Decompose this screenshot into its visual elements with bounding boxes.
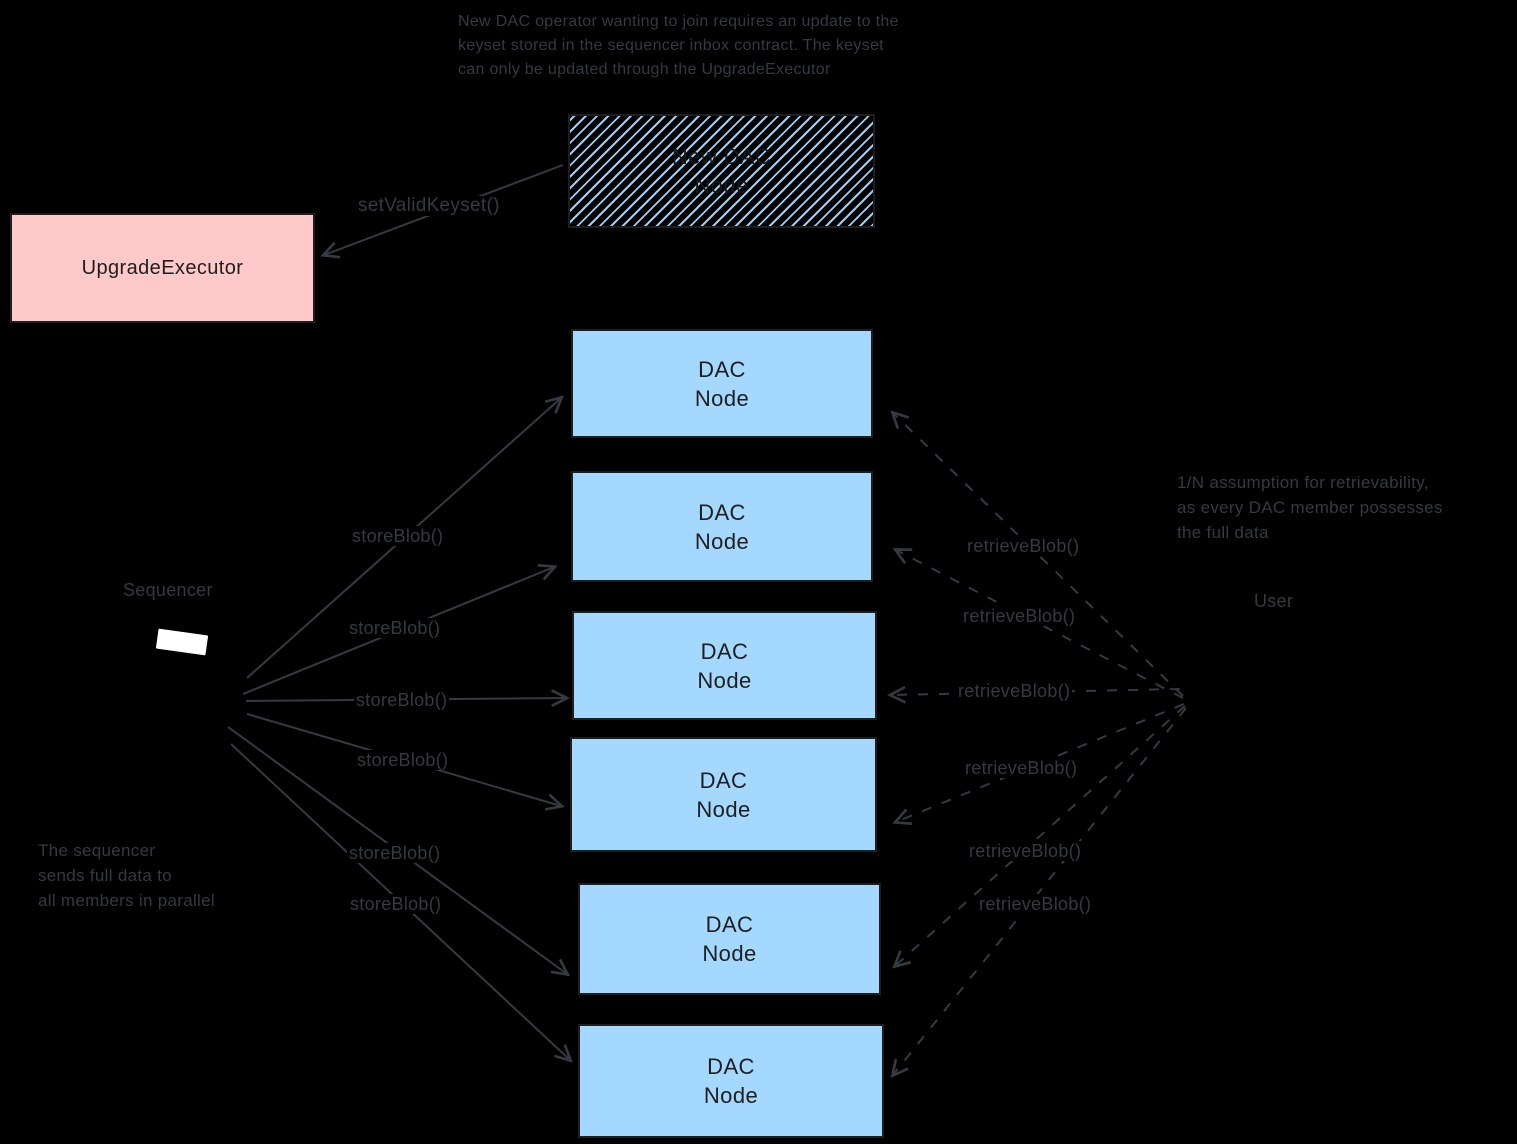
edge-label-store-2: storeBlob() — [347, 618, 443, 638]
dac-node-label: DAC Node — [694, 356, 750, 411]
edge-label-retrieve-4: retrieveBlob() — [963, 758, 1080, 778]
upgrade-executor-box: UpgradeExecutor — [10, 213, 315, 323]
edge-label-retrieve-6: retrieveBlob() — [977, 894, 1094, 914]
edge-label-store-3: storeBlob() — [354, 690, 450, 710]
new-dac-node-label: New DAC Node — [671, 144, 772, 198]
edge-label-retrieve-1: retrieveBlob() — [965, 536, 1082, 556]
right-note: 1/N assumption for retrievability, as ev… — [1177, 473, 1443, 542]
edge-retrieve-1 — [893, 413, 1184, 697]
left-note: The sequencer sends full data to all mem… — [38, 841, 215, 910]
new-dac-node-box: New DAC Node — [568, 114, 875, 228]
dac-node-box-6: DAC Node — [578, 1024, 884, 1138]
top-note: New DAC operator wanting to join require… — [458, 13, 899, 78]
dac-node-label: DAC Node — [702, 912, 757, 966]
dac-node-label: DAC Node — [696, 767, 751, 822]
edge-label-store-5: storeBlob() — [347, 843, 443, 863]
edge-label-retrieve-2: retrieveBlob() — [961, 606, 1078, 626]
dac-node-box-4: DAC Node — [570, 737, 877, 852]
edge-retrieve-6 — [893, 707, 1187, 1075]
upgrade-executor-label: UpgradeExecutor — [81, 256, 244, 279]
dac-node-box-5: DAC Node — [578, 883, 881, 995]
edge-retrieve-3 — [891, 689, 1181, 695]
dac-node-box-2: DAC Node — [571, 471, 873, 582]
dac-node-label: DAC Node — [697, 638, 752, 693]
dac-node-box-3: DAC Node — [572, 611, 877, 720]
edge-label-retrieve-5: retrieveBlob() — [967, 841, 1084, 861]
edge-label-set-valid-keyset: setValidKeyset() — [356, 195, 502, 216]
edge-label-store-1: storeBlob() — [350, 526, 446, 546]
dac-node-label: DAC Node — [703, 1054, 759, 1108]
edge-retrieve-5 — [895, 705, 1186, 966]
edge-label-store-4: storeBlob() — [355, 750, 451, 770]
dac-node-label: DAC Node — [694, 499, 750, 554]
sequencer-label: Sequencer — [123, 580, 213, 600]
edge-label-retrieve-3: retrieveBlob() — [956, 681, 1073, 701]
user-label: User — [1254, 591, 1294, 611]
dac-node-box-1: DAC Node — [571, 329, 873, 438]
edge-label-store-6: storeBlob() — [348, 894, 444, 914]
